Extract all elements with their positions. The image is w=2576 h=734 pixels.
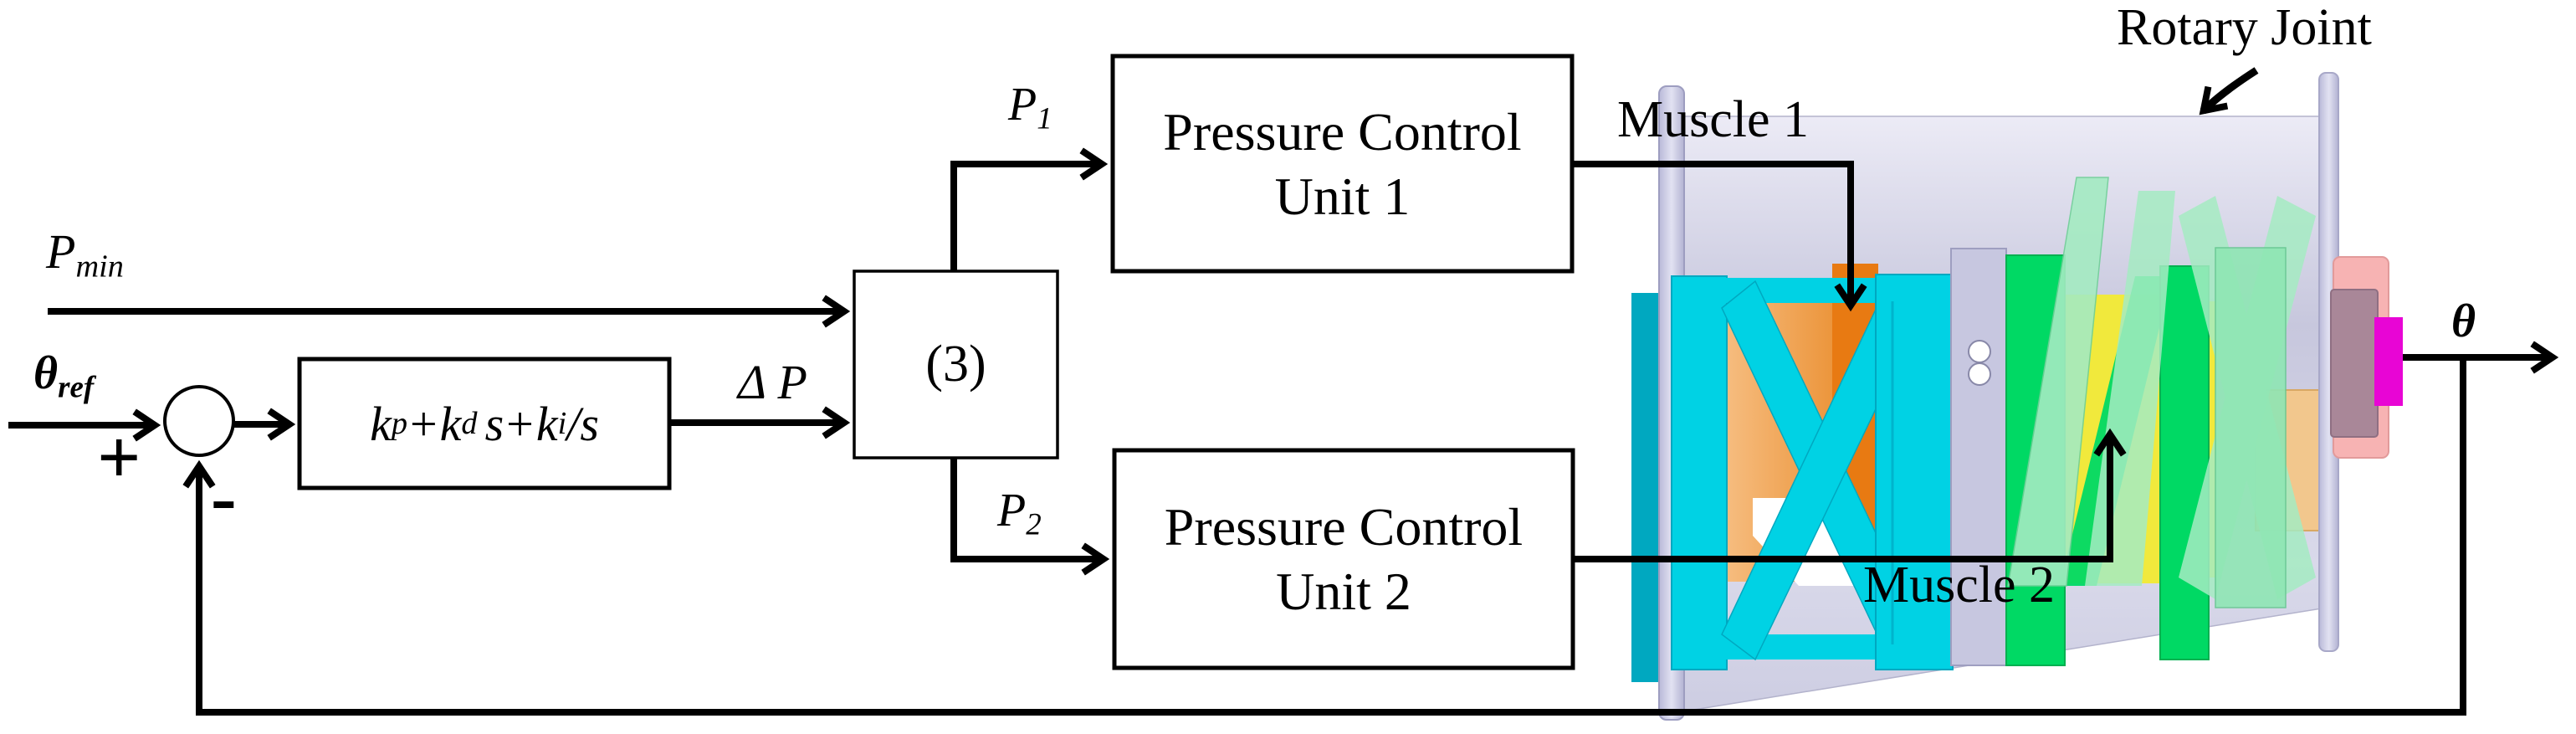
theta-ref-label: θref xyxy=(33,347,95,404)
muscle1-left-plate xyxy=(1671,275,1728,670)
p1-label: P1 xyxy=(1008,79,1052,136)
rotary-joint-pointer xyxy=(2199,67,2259,115)
end-cap-mauve xyxy=(2330,289,2379,438)
muscle2-pale-aframe-1 xyxy=(2007,177,2109,587)
muscle1-pointer-line xyxy=(1572,161,1867,312)
pcu2-block xyxy=(1112,448,1575,670)
muscle2-mid-plate xyxy=(2159,265,2210,660)
pmin-label: Pmin xyxy=(46,224,124,285)
pid-block xyxy=(297,357,672,490)
pcu1-label: Pressure Control Unit 1 xyxy=(1163,101,1522,226)
rotary-joint-render xyxy=(1631,72,2403,721)
pcu2-label: Pressure Control Unit 2 xyxy=(1164,497,1524,621)
p1-line xyxy=(950,147,1109,271)
eq3-label: (3) xyxy=(925,336,986,393)
muscle2-label: Muscle 2 xyxy=(1863,557,2056,613)
disk-hole-2 xyxy=(1968,362,1991,386)
center-disk xyxy=(1950,248,2007,666)
delta-p-label: Δ P xyxy=(738,355,807,409)
pcu1-block xyxy=(1110,54,1575,274)
theta-output-label: θ xyxy=(2451,295,2476,347)
disk-hole-1 xyxy=(1968,340,1991,363)
muscle1-label: Muscle 1 xyxy=(1617,91,1810,148)
rotary-joint-label: Rotary Joint xyxy=(2117,0,2372,56)
sum-plus-sign: + xyxy=(97,414,141,500)
muscle2-pointer-line xyxy=(1573,428,2127,562)
end-cap-magenta xyxy=(2374,317,2403,406)
summing-junction xyxy=(163,385,235,457)
p2-line xyxy=(950,458,1110,576)
p2-label: P2 xyxy=(997,485,1042,542)
feedback-line xyxy=(182,357,2466,716)
muscle2-pale-plate xyxy=(2215,247,2287,608)
sum-minus-sign: - xyxy=(211,454,237,540)
muscle1-right-plate xyxy=(1875,274,1954,670)
